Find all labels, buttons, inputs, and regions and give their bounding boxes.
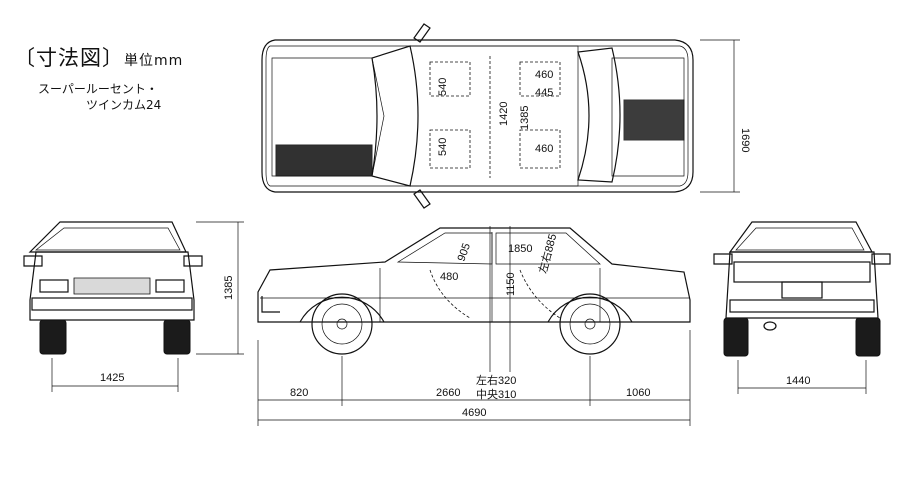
drawing-title: 〔寸法図〕単位mm [14,42,183,72]
dim-front-track: 1425 [100,372,124,384]
title-main: 〔寸法図〕 [14,46,124,70]
dim-rear-track: 1440 [786,375,810,387]
title-unit: 単位mm [124,53,184,69]
dim-top-seat-rear: 540 [437,138,449,156]
model-name-line1: スーパールーセント・ [38,82,158,96]
dim-side-rear-overhang: 1060 [626,387,650,399]
dim-front-height: 1385 [223,276,235,300]
side-view: 905 1850 左右885 480 1150 左右320 中央310 820 … [257,226,691,426]
dim-top-460a: 460 [535,69,553,81]
dim-top-1420: 1420 [498,102,510,126]
rear-view: 1440 [713,221,891,394]
dim-side-seat-lr: 左右320 [476,373,516,387]
dim-side-wheelbase: 2660 [436,387,460,399]
dim-side-seat-center: 中央310 [476,388,516,401]
dim-top-overall-width: 1690 [739,128,751,152]
dim-side-1150: 1150 [505,272,517,296]
dim-top-460b: 460 [535,143,553,155]
dim-side-480: 480 [440,271,458,283]
dim-top-seat-front: 540 [437,78,449,96]
front-view: 1385 1425 [23,221,244,392]
dim-side-885: 左右885 [535,232,559,275]
dim-side-overall-length: 4690 [462,407,486,419]
dim-top-1385: 1385 [519,106,531,130]
dim-side-front-overhang: 820 [290,387,308,399]
top-view: 540 540 460 445 460 1420 1385 1690 [261,23,751,209]
dim-side-1850: 1850 [508,243,532,255]
model-name-line2: ツインカム24 [86,98,162,112]
dim-top-445: 445 [535,87,553,99]
dim-side-905: 905 [456,242,474,263]
